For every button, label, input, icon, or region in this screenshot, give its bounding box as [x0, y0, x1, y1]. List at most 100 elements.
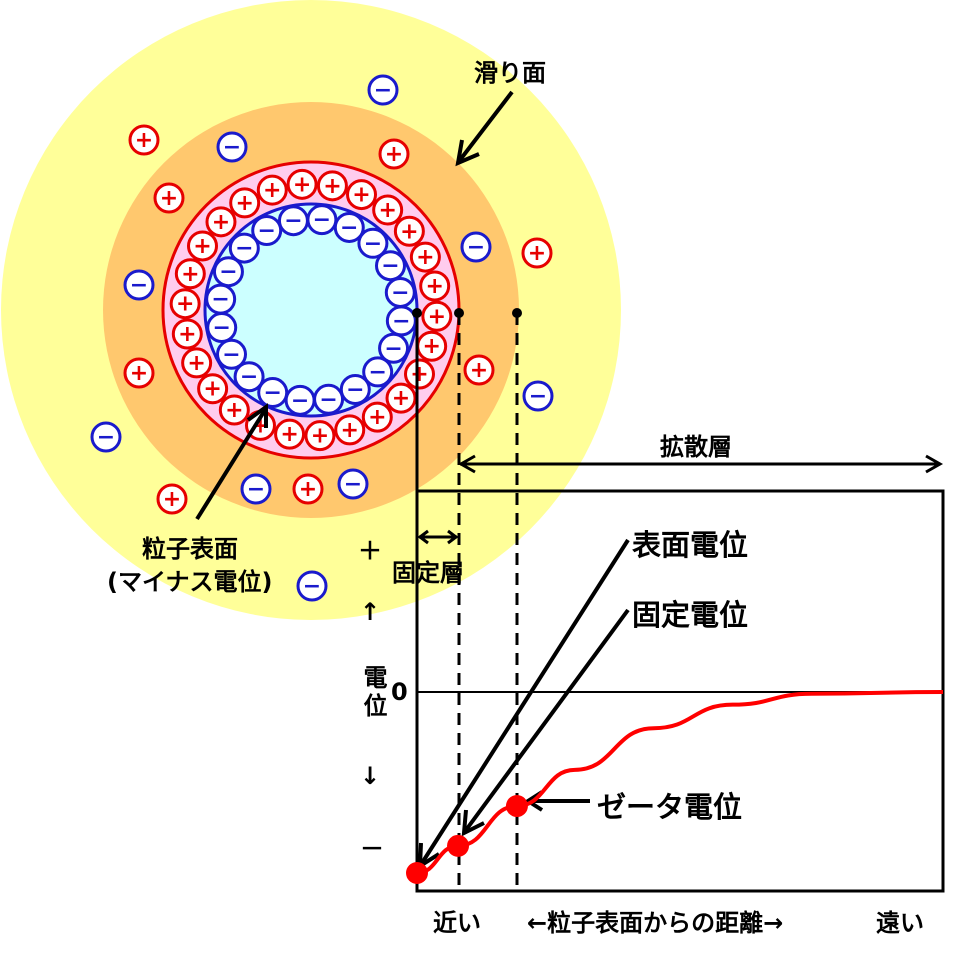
negative-ion-icon: −	[123, 269, 155, 301]
svg-text:+: +	[293, 172, 311, 197]
positive-ion-icon: +	[521, 237, 553, 269]
svg-text:−: −	[257, 219, 275, 244]
zeta-potential-marker	[505, 795, 528, 818]
positive-ion-icon: +	[378, 138, 410, 170]
positive-ion-icon: +	[316, 170, 348, 202]
negative-ion-icon: −	[205, 283, 237, 315]
svg-text:−: −	[340, 215, 358, 240]
svg-text:+: +	[428, 304, 446, 329]
positive-ion-icon: +	[286, 168, 318, 200]
fixed-layer-arrow	[417, 529, 459, 545]
positive-ion-icon: +	[186, 230, 218, 262]
positive-ion-icon: +	[123, 357, 155, 389]
svg-text:−: −	[247, 477, 265, 502]
svg-text:+: +	[528, 241, 546, 266]
negative-ion-icon: −	[296, 570, 328, 602]
svg-text:−: −	[364, 231, 382, 256]
svg-text:−: −	[130, 273, 148, 298]
diffuse-layer-arrow	[457, 454, 944, 474]
svg-text:−: −	[303, 574, 321, 599]
svg-text:+: +	[212, 210, 230, 235]
axis-title: 電位	[359, 665, 387, 721]
svg-text:−: −	[222, 342, 240, 367]
axis-down-arrow: ↓	[360, 762, 381, 790]
negative-ion-icon: −	[385, 305, 417, 337]
fixed-potential-label: 固定電位	[632, 598, 749, 632]
positive-ion-icon: +	[393, 215, 425, 247]
svg-text:−: −	[467, 235, 485, 260]
slip-plane-arrow	[455, 90, 514, 167]
negative-ion-icon: −	[522, 380, 554, 412]
negative-ion-icon: −	[228, 232, 260, 264]
svg-text:+: +	[299, 477, 317, 502]
svg-text:−: −	[344, 472, 362, 497]
negative-ion-icon: −	[337, 468, 369, 500]
far-label: 遠い	[876, 909, 924, 937]
positive-ion-icon: +	[334, 414, 366, 446]
svg-text:−: −	[319, 387, 337, 412]
slip-plane-label: 滑り面	[474, 59, 546, 87]
svg-text:−: −	[374, 78, 392, 103]
positive-ion-icon: +	[372, 194, 404, 226]
positive-ion-icon: +	[292, 473, 324, 505]
positive-ion-icon: +	[419, 270, 451, 302]
svg-text:+: +	[187, 351, 205, 376]
positive-ion-icon: +	[218, 394, 250, 426]
axis-up-arrow: ↑	[360, 598, 381, 626]
ions-layer: −−−−−−−−−−−−−−−−−−−−++++++++++++++++++++…	[90, 74, 554, 602]
svg-text:+: +	[130, 361, 148, 386]
negative-ion-icon: −	[333, 211, 365, 243]
svg-text:+: +	[163, 487, 181, 512]
negative-ion-icon: −	[284, 384, 316, 416]
negative-ion-icon: −	[367, 74, 399, 106]
svg-text:−: −	[381, 254, 399, 279]
svg-text:+: +	[225, 398, 243, 423]
curve-markers	[406, 795, 528, 884]
zero-label: 0	[391, 678, 408, 706]
negative-ion-icon: −	[216, 131, 248, 163]
svg-text:−: −	[235, 236, 253, 261]
svg-text:+: +	[368, 405, 386, 430]
zeta-potential-label: ゼータ電位	[597, 790, 743, 824]
positive-ion-icon: +	[156, 483, 188, 515]
positive-ion-icon: +	[171, 318, 203, 350]
distance-axis-label: ←粒子表面からの距離→	[527, 909, 784, 937]
svg-text:+: +	[280, 422, 298, 447]
svg-text:+: +	[203, 377, 221, 402]
svg-text:+: +	[176, 292, 194, 317]
zeta-potential-arrow	[524, 790, 590, 812]
fixed-layer-label: 固定層	[392, 559, 464, 587]
positive-ion-icon: +	[404, 358, 436, 390]
positive-ion-icon: +	[361, 401, 393, 433]
fixed-potential-marker	[447, 834, 470, 857]
svg-text:−: −	[529, 384, 547, 409]
negative-ion-icon: −	[257, 377, 289, 409]
positive-ion-icon: +	[229, 187, 261, 219]
svg-text:+: +	[181, 262, 199, 287]
svg-text:+: +	[425, 274, 443, 299]
svg-text:−: −	[284, 209, 302, 234]
negative-ion-icon: −	[384, 276, 416, 308]
positive-ion-icon: +	[409, 241, 441, 273]
svg-text:+: +	[385, 142, 403, 167]
svg-text:+: +	[193, 234, 211, 259]
surface-potential-label: 表面電位	[632, 528, 749, 562]
positive-ion-icon: +	[304, 420, 336, 452]
svg-text:+: +	[392, 386, 410, 411]
svg-text:−: −	[219, 260, 237, 285]
svg-text:+: +	[235, 191, 253, 216]
negative-ion-icon: −	[240, 473, 272, 505]
svg-text:+: +	[178, 322, 196, 347]
svg-text:+: +	[422, 334, 440, 359]
particle-surface-sublabel: (マイナス電位)	[107, 568, 273, 596]
svg-text:+: +	[263, 178, 281, 203]
fixed-dot	[454, 308, 464, 318]
svg-text:−: −	[211, 287, 229, 312]
negative-ion-icon: −	[460, 231, 492, 263]
near-label: 近い	[433, 909, 481, 937]
svg-text:−: −	[223, 135, 241, 160]
negative-ion-icon: −	[277, 205, 309, 237]
svg-text:−: −	[368, 360, 386, 385]
positive-ion-icon: +	[174, 258, 206, 290]
svg-text:+: +	[400, 219, 418, 244]
